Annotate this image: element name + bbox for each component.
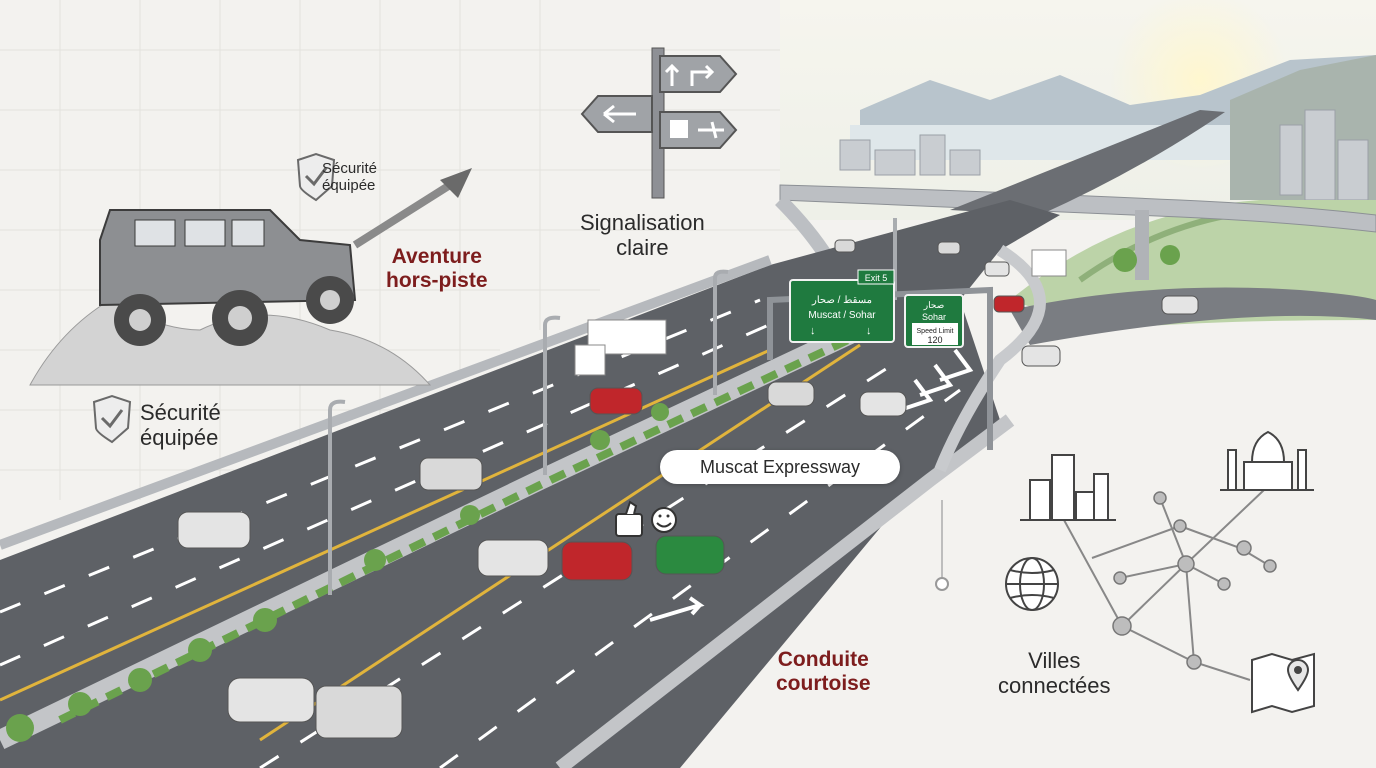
villes-connectees-label: Villes connectées [998, 648, 1111, 699]
securite-small-line1: Sécurité [322, 160, 378, 177]
shield-check-icon [92, 394, 132, 444]
speed-limit-value: 120 [927, 335, 942, 345]
sign-exit-tab: Exit 5 [865, 273, 888, 283]
securite-small-line2: équipée [322, 177, 376, 195]
villes-line1: Villes [1028, 648, 1081, 673]
smile-icon [651, 507, 677, 533]
side-ramp [1010, 287, 1376, 345]
sign-muscat-sohar: Muscat / Sohar [808, 310, 876, 321]
securite-big-line1: Sécurité [140, 400, 221, 425]
speed-limit-label: Speed Limit [917, 328, 954, 335]
thumbs-up-icon [615, 500, 643, 537]
svg-text:↓: ↓ [866, 325, 872, 337]
shield-check-icon [296, 152, 336, 202]
distant-road [950, 110, 1225, 215]
aventure-hors-piste-label: Aventure hors-piste [386, 245, 488, 293]
sign-sohar: Sohar [922, 312, 946, 322]
sign-gantry: مسقط / صحار Muscat / Sohar ↓ ↓ Exit 5 صحا… [767, 269, 993, 450]
city-buildings-icon [1020, 454, 1116, 521]
arrow-icon [352, 168, 472, 249]
globe-icon [1005, 557, 1059, 611]
truck-icon [574, 319, 667, 376]
signpost-icon [580, 47, 738, 199]
conduite-line1: Conduite [777, 648, 869, 671]
conduite-line2: courtoise [776, 672, 871, 696]
sign-arabic-sohar: صحار [923, 300, 945, 311]
mosque-icon [1220, 430, 1314, 491]
shrubs [6, 245, 1180, 742]
signalisation-claire-label: Signalisation claire [580, 210, 705, 261]
green-direction-sign [789, 279, 895, 343]
vehicles [177, 239, 1199, 739]
signalisation-line1: Signalisation [580, 210, 705, 235]
aventure-line1: Aventure [391, 245, 482, 268]
muscat-expressway-label: Muscat Expressway [660, 450, 900, 484]
signalisation-line2: claire [616, 235, 669, 261]
villes-line2: connectées [998, 673, 1111, 699]
network-diagram [935, 489, 1277, 681]
securite-big-line2: équipée [140, 425, 219, 451]
securite-equipee-label: Sécurité équipée [140, 400, 221, 451]
securite-equipee-small-label: Sécurité équipée [322, 160, 377, 195]
aventure-line2: hors-piste [386, 269, 488, 293]
sign-arabic-muscat-sohar: مسقط / صحار [811, 295, 872, 306]
svg-text:↓: ↓ [810, 325, 816, 337]
skyline-landscape [780, 0, 1376, 220]
map-pin-icon [1251, 652, 1315, 714]
conduite-courtoise-label: Conduite courtoise [776, 648, 871, 696]
jeep-icon [29, 209, 432, 386]
